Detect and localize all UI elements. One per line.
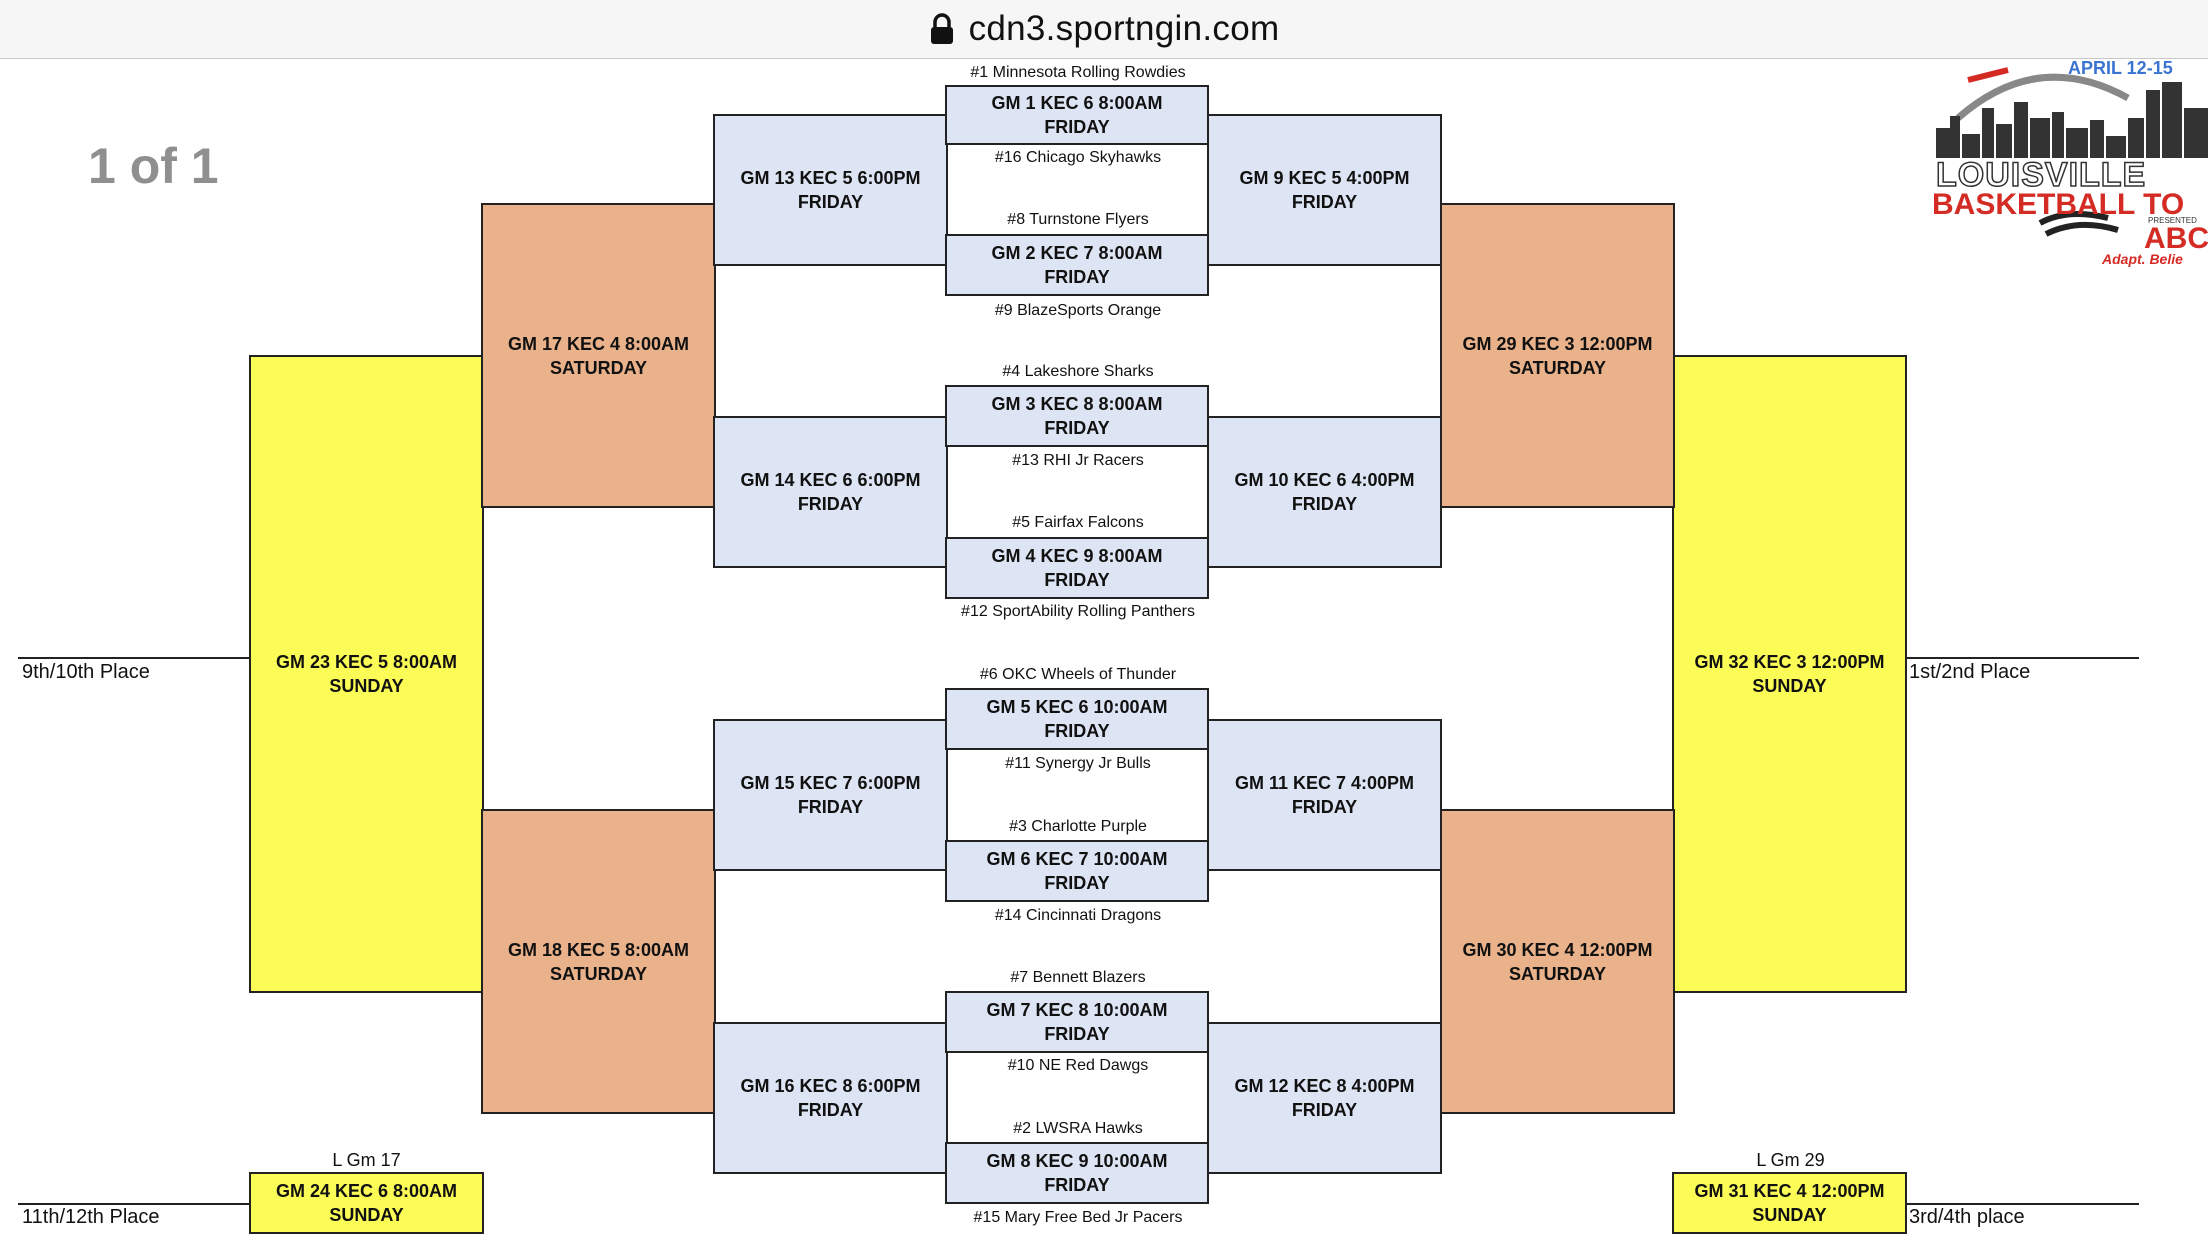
url-text: cdn3.sportngin.com: [968, 9, 1280, 48]
game-16[interactable]: GM 16 KEC 8 6:00PM FRIDAY: [713, 1022, 948, 1174]
game-5[interactable]: GM 5 KEC 6 10:00AM FRIDAY: [945, 688, 1209, 750]
game-24[interactable]: GM 24 KEC 6 8:00AM SUNDAY: [249, 1172, 484, 1234]
lock-icon: [930, 13, 953, 44]
placement-9th-10th: 9th/10th Place: [22, 661, 150, 683]
logo-presented: PRESENTED: [2148, 216, 2197, 225]
game-3[interactable]: GM 3 KEC 8 8:00AM FRIDAY: [945, 385, 1209, 447]
game-18[interactable]: GM 18 KEC 5 8:00AM SATURDAY: [481, 809, 716, 1114]
feeder-label: L Gm 29: [1756, 1150, 1825, 1170]
team-seed-3: #3 Charlotte Purple: [1009, 818, 1147, 835]
logo-title-line1: LOUISVILLE: [1935, 155, 2147, 195]
game-32[interactable]: GM 32 KEC 3 12:00PM SUNDAY: [1672, 355, 1907, 993]
team-seed-4: #4 Lakeshore Sharks: [1002, 363, 1154, 380]
logo-sponsor: ABC m: [2144, 222, 2208, 255]
placement-line: [1906, 1203, 2139, 1205]
team-seed-2: #2 LWSRA Hawks: [1013, 1120, 1143, 1137]
game-7[interactable]: GM 7 KEC 8 10:00AM FRIDAY: [945, 991, 1209, 1053]
team-seed-5: #5 Fairfax Falcons: [1012, 514, 1144, 531]
team-seed-14: #14 Cincinnati Dragons: [994, 907, 1162, 924]
game-4[interactable]: GM 4 KEC 9 8:00AM FRIDAY: [945, 537, 1209, 599]
team-seed-7: #7 Bennett Blazers: [1010, 969, 1146, 986]
page-counter: 1 of 1: [88, 138, 219, 194]
logo-title-line2: BASKETBALL TO: [1932, 188, 2185, 221]
game-10[interactable]: GM 10 KEC 6 4:00PM FRIDAY: [1207, 416, 1442, 568]
game-23[interactable]: GM 23 KEC 5 8:00AM SUNDAY: [249, 355, 484, 993]
game-13[interactable]: GM 13 KEC 5 6:00PM FRIDAY: [713, 114, 948, 266]
team-seed-12: #12 SportAbility Rolling Panthers: [961, 603, 1195, 620]
team-seed-16: #16 Chicago Skyhawks: [994, 149, 1162, 166]
game-17[interactable]: GM 17 KEC 4 8:00AM SATURDAY: [481, 203, 716, 508]
team-seed-1: #1 Minnesota Rolling Rowdies: [970, 64, 1186, 81]
game-2[interactable]: GM 2 KEC 7 8:00AM FRIDAY: [945, 234, 1209, 296]
placement-line: [18, 1203, 251, 1205]
team-seed-13: #13 RHI Jr Racers: [1012, 452, 1144, 469]
team-seed-6: #6 OKC Wheels of Thunder: [979, 666, 1177, 683]
team-seed-15: #15 Mary Free Bed Jr Pacers: [973, 1209, 1183, 1226]
game-11[interactable]: GM 11 KEC 7 4:00PM FRIDAY: [1207, 719, 1442, 871]
game-30[interactable]: GM 30 KEC 4 12:00PM SATURDAY: [1440, 809, 1675, 1114]
team-seed-10: #10 NE Red Dawgs: [1007, 1057, 1149, 1074]
placement-line: [1906, 657, 2139, 659]
game-1[interactable]: GM 1 KEC 6 8:00AM FRIDAY: [945, 85, 1209, 145]
game-8[interactable]: GM 8 KEC 9 10:00AM FRIDAY: [945, 1142, 1209, 1204]
team-seed-11: #11 Synergy Jr Bulls: [1005, 755, 1151, 772]
team-seed-9: #9 BlazeSports Orange: [994, 302, 1162, 319]
feeder-label: L Gm 17: [332, 1150, 401, 1170]
game-31[interactable]: GM 31 KEC 4 12:00PM SUNDAY: [1672, 1172, 1907, 1234]
game-29[interactable]: GM 29 KEC 3 12:00PM SATURDAY: [1440, 203, 1675, 508]
game-12[interactable]: GM 12 KEC 8 4:00PM FRIDAY: [1207, 1022, 1442, 1174]
placement-3rd-4th: 3rd/4th place: [1909, 1206, 2025, 1228]
placement-line: [18, 657, 251, 659]
game-9[interactable]: GM 9 KEC 5 4:00PM FRIDAY: [1207, 114, 1442, 266]
placement-1st-2nd: 1st/2nd Place: [1909, 661, 2031, 683]
placement-11th-12th: 11th/12th Place: [22, 1206, 160, 1228]
skyline-graphic: [1936, 67, 2208, 237]
game-6[interactable]: GM 6 KEC 7 10:00AM FRIDAY: [945, 840, 1209, 902]
game-15[interactable]: GM 15 KEC 7 6:00PM FRIDAY: [713, 719, 948, 871]
team-seed-8: #8 Turnstone Flyers: [1007, 211, 1149, 228]
logo-date: APRIL 12-15: [2068, 58, 2173, 78]
game-14[interactable]: GM 14 KEC 6 6:00PM FRIDAY: [713, 416, 948, 568]
logo-tagline: Adapt. Belie: [2102, 251, 2183, 267]
address-bar[interactable]: cdn3.sportngin.com: [0, 0, 2208, 59]
tournament-logo: APRIL 12-15 LOUISVILLE BASKETBALL TO PRE…: [1928, 58, 2208, 268]
